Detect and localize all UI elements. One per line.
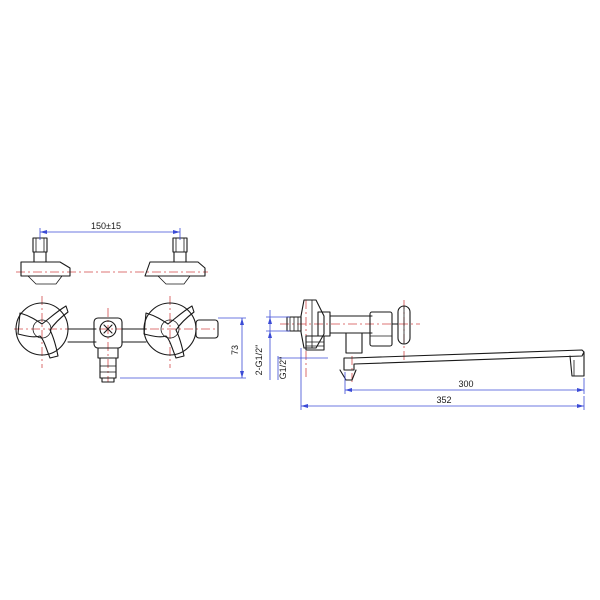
dimension-overall-length-label: 352 [436, 395, 451, 405]
dimension-spout-reach-label: 300 [458, 379, 473, 389]
right-handle-front [121, 302, 219, 359]
thread-callouts: 2-G1/2" G1/2" [254, 310, 328, 380]
inlet-nipple-side [286, 299, 331, 351]
spout-side [339, 349, 585, 381]
side-view: 2-G1/2" G1/2" 300 352 [254, 299, 585, 410]
left-eccentric-top [20, 237, 71, 285]
dimension-height-label: 73 [230, 345, 240, 355]
left-handle-front [15, 302, 97, 359]
body-side [329, 305, 411, 354]
dimension-spacing: 150±15 [39, 221, 181, 240]
front-view: 73 [14, 296, 246, 383]
dimension-height: 73 [120, 317, 246, 379]
dimension-overall-length: 352 [300, 348, 585, 410]
dimension-spacing-label: 150±15 [91, 221, 121, 231]
dimension-spout-reach: 300 [344, 372, 585, 394]
inlet-thread-label: 2-G1/2" [254, 345, 264, 376]
diverter-body-front [93, 317, 123, 383]
top-view: 150±15 [16, 221, 208, 285]
outlet-thread-label: G1/2" [278, 357, 288, 380]
right-eccentric-top [144, 237, 206, 285]
